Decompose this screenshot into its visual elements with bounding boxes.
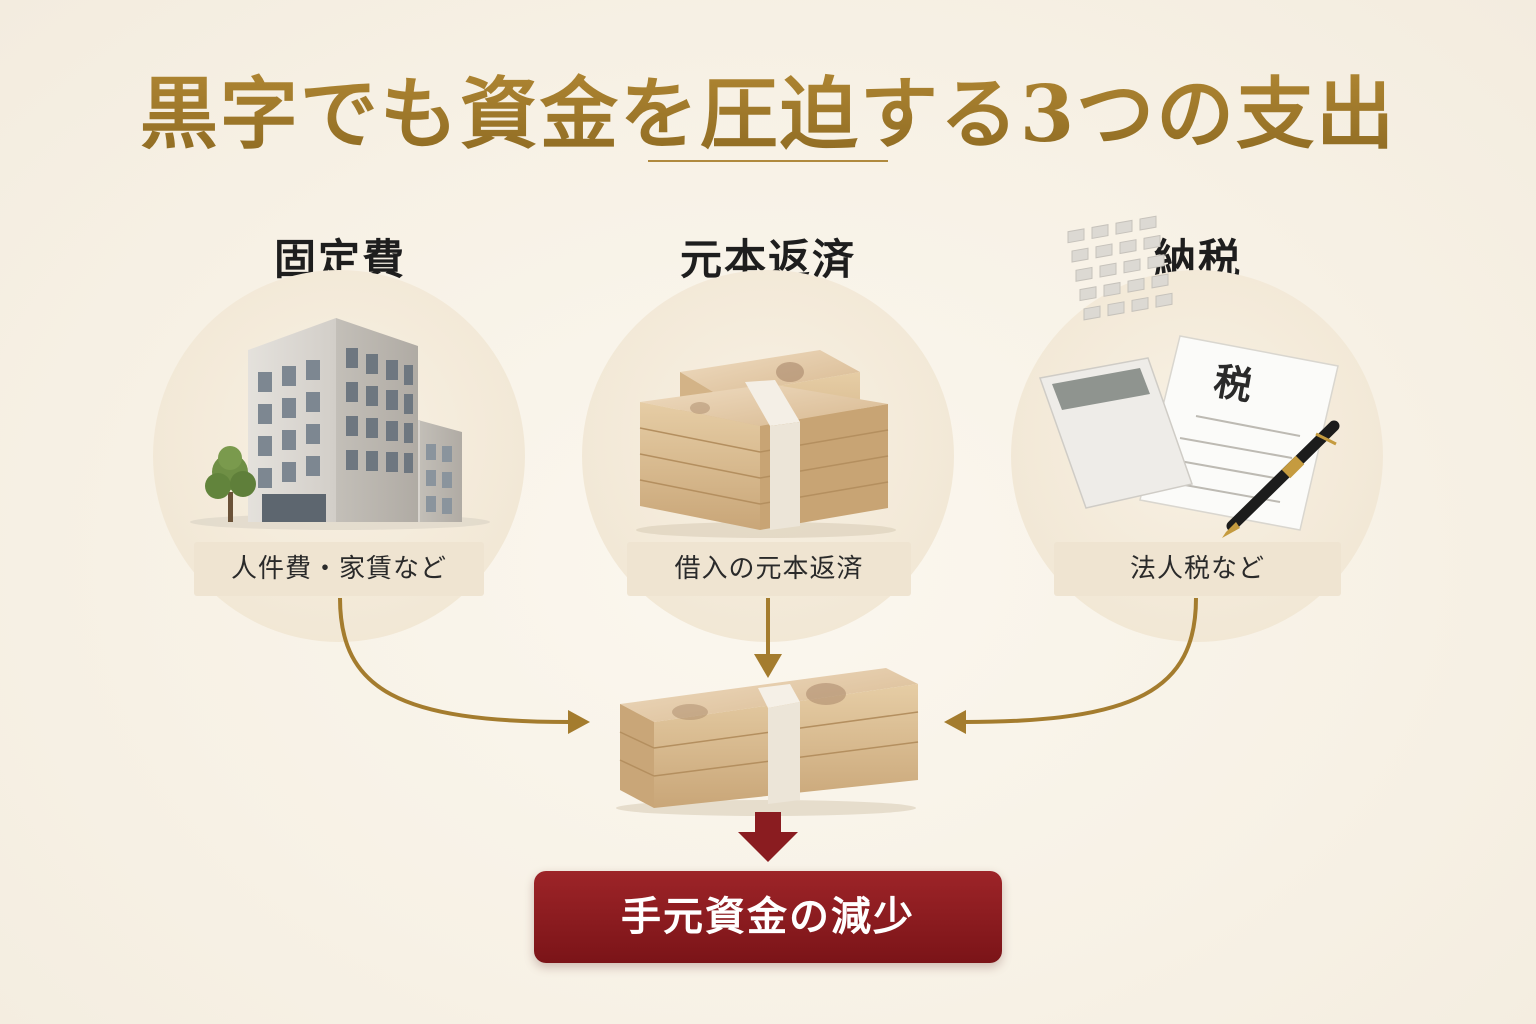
page-title: 黒字でも資金を圧迫する3つの支出 [0, 52, 1536, 164]
cash-stack-icon [636, 350, 896, 538]
result-cash-decrease: 手元資金の減少 [534, 871, 1002, 963]
caption-tax-payment: 法人税など [1054, 542, 1341, 596]
arrow-fixed-costs-to-cash [338, 597, 590, 734]
caption-fixed-costs: 人件費・家賃など [194, 542, 484, 596]
arrow-principal-to-cash [754, 598, 782, 678]
calculator-tax-form-pen-icon: 税 [1039, 215, 1340, 538]
office-building-icon [190, 318, 490, 530]
cash-bundle-icon [616, 668, 919, 816]
arrow-tax-to-cash [944, 597, 1198, 734]
title-underline [648, 160, 888, 162]
tax-form-label: 税 [1211, 358, 1256, 409]
caption-principal-repayment: 借入の元本返済 [627, 542, 911, 596]
arrow-down-to-result-icon [738, 812, 798, 862]
